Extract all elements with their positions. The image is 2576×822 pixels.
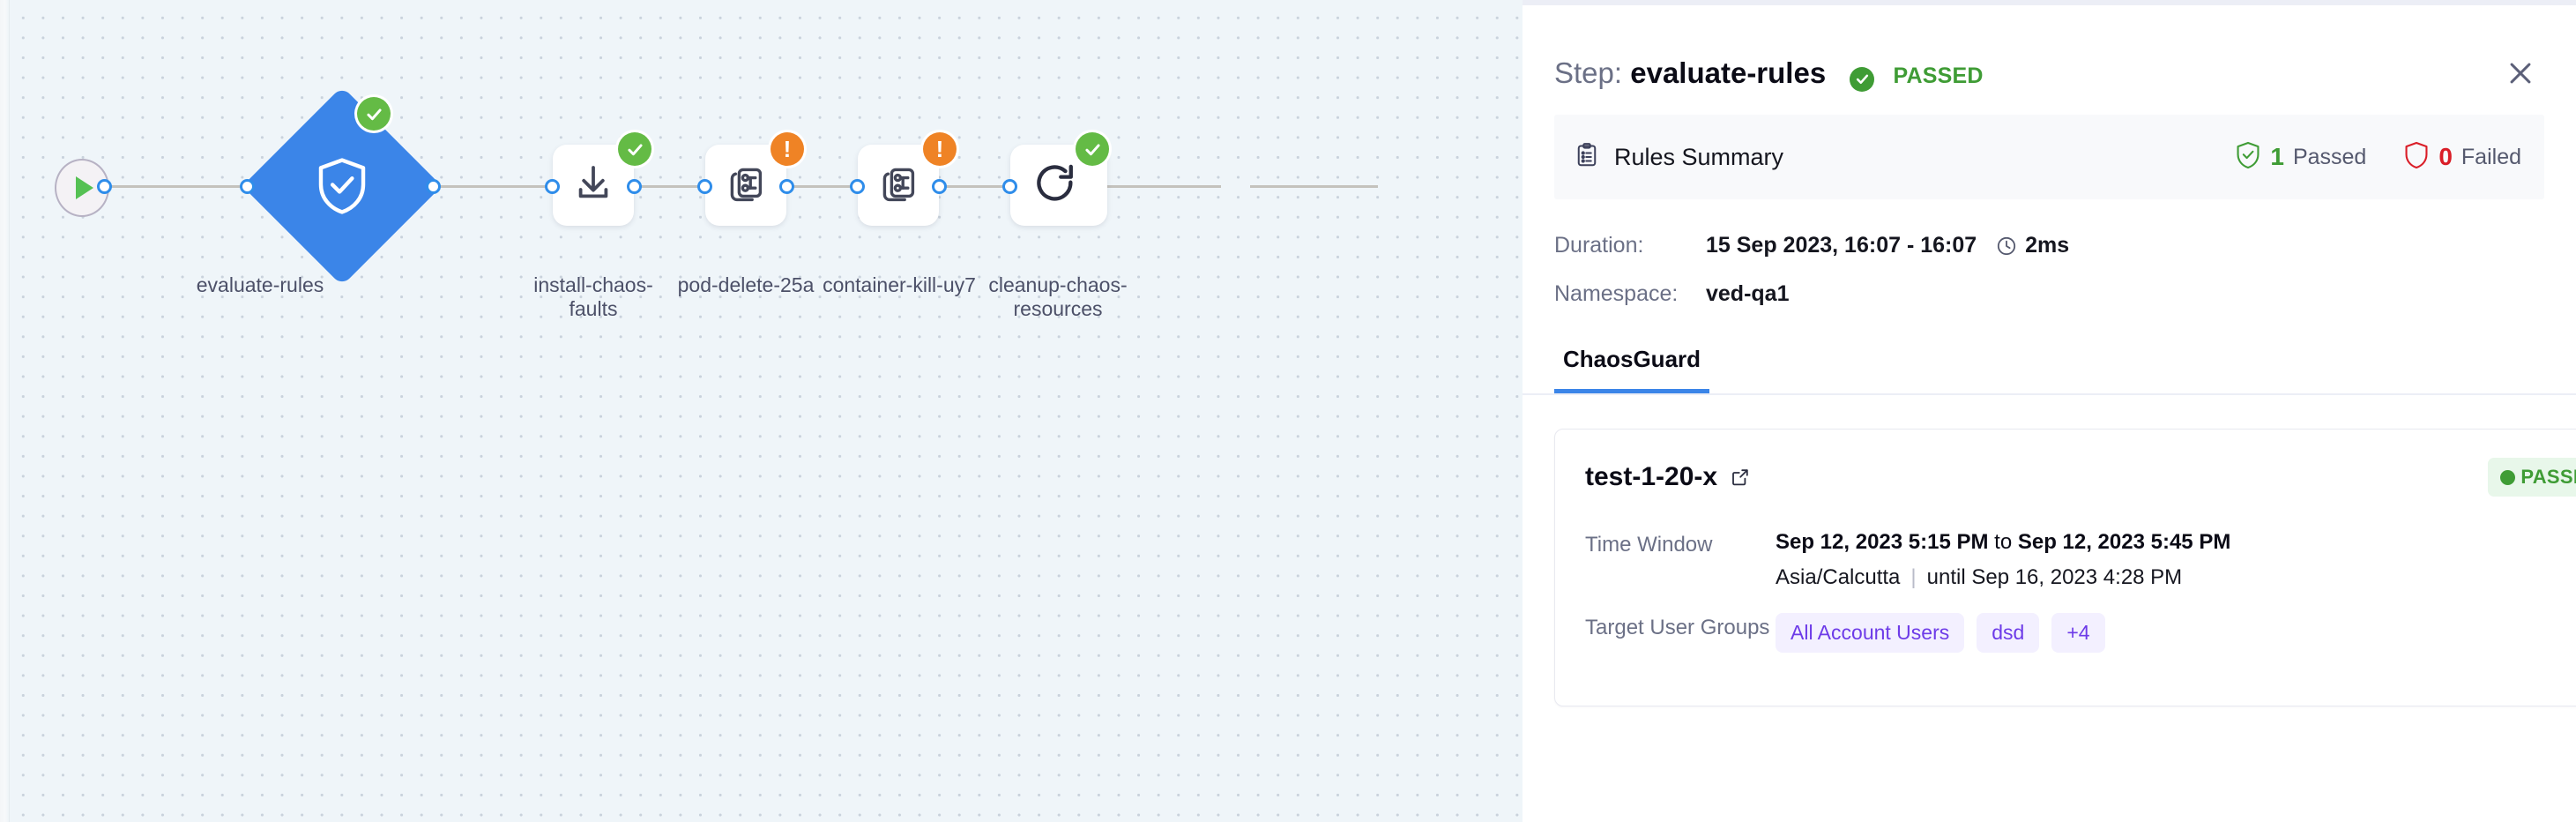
clipboard-list-icon: [1574, 142, 1600, 173]
shield-check-icon: [2235, 141, 2261, 174]
chaosguard-rule-card: test-1-20-x PASSED Time Window: [1554, 429, 2576, 706]
rules-passed-count: 1: [2270, 143, 2284, 170]
status-badge-warning: !: [771, 132, 804, 166]
edge-tail: [1250, 185, 1378, 188]
node-install-chaos-faults[interactable]: [553, 132, 651, 226]
time-window-start: Sep 12, 2023 5:15 PM: [1776, 530, 1989, 554]
status-badge-warning: !: [923, 132, 957, 166]
warning-glyph: !: [935, 136, 944, 162]
time-window-timezone: Asia/Calcutta: [1776, 565, 1901, 589]
refresh-icon: [1032, 161, 1078, 211]
node-label-evaluate-rules: evaluate-rules: [196, 273, 324, 296]
step-meta: Duration: 15 Sep 2023, 16:07 - 16:07 2ms…: [1554, 233, 2544, 307]
rules-summary-title: Rules Summary: [1614, 143, 1784, 170]
clock-icon: [1996, 235, 2017, 257]
status-badge: PASSED: [1893, 64, 1984, 88]
node-label-install-chaos-faults: install-chaos- faults: [533, 273, 653, 321]
check-circle-icon: [1850, 66, 1875, 92]
rule-status-badge: PASSED: [2488, 458, 2576, 497]
time-window-until: until Sep 16, 2023 4:28 PM: [1926, 565, 2183, 589]
time-window-range: Sep 12, 2023 5:15 PM to Sep 12, 2023 5:4…: [1776, 530, 2230, 555]
node-label-container-kill-uy7: container-kill-uy7: [823, 273, 976, 296]
node-evaluate-rules[interactable]: [242, 86, 443, 287]
rules-passed-label: Passed: [2292, 144, 2367, 169]
pipeline-canvas[interactable]: evaluate-rules install-chaos- faults: [0, 0, 1523, 822]
step-name: evaluate-rules: [1630, 56, 1827, 89]
node-diamond-shape: [242, 86, 443, 287]
rules-failed-stat: 0 Failed: [2403, 141, 2521, 174]
user-group-chip[interactable]: dsd: [1977, 613, 2040, 653]
external-link-icon[interactable]: [1730, 467, 1751, 488]
page-title: Step: evaluate-rules PASSED: [1554, 56, 1984, 92]
time-window-subline: Asia/Calcutta | until Sep 16, 2023 4:28 …: [1776, 565, 2230, 590]
port-pod-delete-out[interactable]: [779, 179, 794, 194]
rule-status-text: PASSED: [2520, 466, 2576, 488]
canvas-left-gutter: [0, 0, 10, 822]
card-detail-rows: Time Window Sep 12, 2023 5:15 PM to Sep …: [1585, 530, 2576, 653]
chaos-fault-icon: [877, 162, 919, 209]
duration-elapsed: 2ms: [2025, 233, 2070, 258]
time-window-value: Sep 12, 2023 5:15 PM to Sep 12, 2023 5:4…: [1776, 530, 2230, 590]
namespace-row: Namespace: ved-qa1: [1554, 281, 2544, 307]
step-details-panel: Step: evaluate-rules PASSED: [1523, 0, 2576, 822]
tab-chaosguard[interactable]: ChaosGuard: [1554, 346, 1710, 393]
close-icon[interactable]: [2500, 53, 2541, 93]
time-window-joiner: to: [1988, 530, 2018, 554]
port-cleanup-in[interactable]: [1002, 179, 1017, 194]
port-evaluate-rules-in[interactable]: [240, 179, 255, 194]
rules-summary-box: Rules Summary 1 Passed: [1554, 115, 2544, 199]
panel-header: Step: evaluate-rules PASSED: [1523, 5, 2576, 102]
status-badge-success: [618, 132, 651, 166]
port-install-in[interactable]: [545, 179, 560, 194]
port-evaluate-rules-out[interactable]: [426, 179, 441, 194]
user-group-chip[interactable]: All Account Users: [1776, 613, 1965, 653]
namespace-value: ved-qa1: [1706, 281, 1790, 306]
status-badge-success: [357, 97, 391, 131]
duration-value-group: 15 Sep 2023, 16:07 - 16:07 2ms: [1706, 233, 2069, 258]
target-user-groups-label: Target User Groups: [1585, 616, 1770, 639]
port-start-out[interactable]: [97, 179, 112, 194]
card-header: test-1-20-x PASSED: [1585, 458, 2576, 497]
divider: |: [1910, 565, 1917, 589]
rule-name: test-1-20-x: [1585, 462, 1718, 491]
node-label-pod-delete-25a: pod-delete-25a: [677, 273, 815, 296]
warning-glyph: !: [783, 136, 792, 162]
duration-row: Duration: 15 Sep 2023, 16:07 - 16:07 2ms: [1554, 233, 2544, 258]
time-window-row: Time Window Sep 12, 2023 5:15 PM to Sep …: [1585, 530, 2576, 590]
edge-cleanup-out: [1093, 185, 1221, 188]
port-pod-delete-in[interactable]: [697, 179, 712, 194]
node-container-kill-uy7[interactable]: !: [858, 132, 957, 226]
target-user-groups-chips: All Account Users dsd +4: [1776, 613, 2105, 653]
shield-icon: [2403, 141, 2430, 174]
duration-value: 15 Sep 2023, 16:07 - 16:07: [1706, 233, 1977, 258]
play-icon: [76, 176, 93, 199]
edge-evaluate-rules-to-install: [432, 185, 560, 188]
port-container-kill-out[interactable]: [932, 179, 947, 194]
port-container-kill-in[interactable]: [850, 179, 865, 194]
node-pod-delete-25a[interactable]: !: [705, 132, 804, 226]
duration-label: Duration:: [1554, 233, 1644, 258]
edge-start-to-evaluate-rules: [104, 185, 249, 188]
panel-tabs: ChaosGuard: [1523, 330, 2576, 395]
rules-summary-stats: 1 Passed 0 Failed: [2235, 141, 2521, 174]
rules-failed-label: Failed: [2461, 144, 2521, 169]
rules-passed-stat: 1 Passed: [2235, 141, 2366, 174]
port-install-out[interactable]: [627, 179, 642, 194]
step-prefix: Step:: [1554, 56, 1623, 89]
user-group-overflow-chip[interactable]: +4: [2051, 613, 2105, 653]
time-window-label: Time Window: [1585, 533, 1713, 557]
node-label-cleanup-chaos-resources: cleanup-chaos- resources: [988, 273, 1128, 321]
status-badge-success: [1076, 132, 1109, 166]
status-dot-icon: [2500, 469, 2516, 485]
download-icon: [572, 162, 614, 209]
time-window-end: Sep 12, 2023 5:45 PM: [2017, 530, 2231, 554]
namespace-label: Namespace:: [1554, 281, 1679, 306]
target-user-groups-row: Target User Groups All Account Users dsd…: [1585, 613, 2576, 653]
chaos-fault-icon: [725, 162, 767, 209]
node-cleanup-chaos-resources[interactable]: [1010, 132, 1109, 226]
rules-failed-count: 0: [2438, 143, 2453, 170]
